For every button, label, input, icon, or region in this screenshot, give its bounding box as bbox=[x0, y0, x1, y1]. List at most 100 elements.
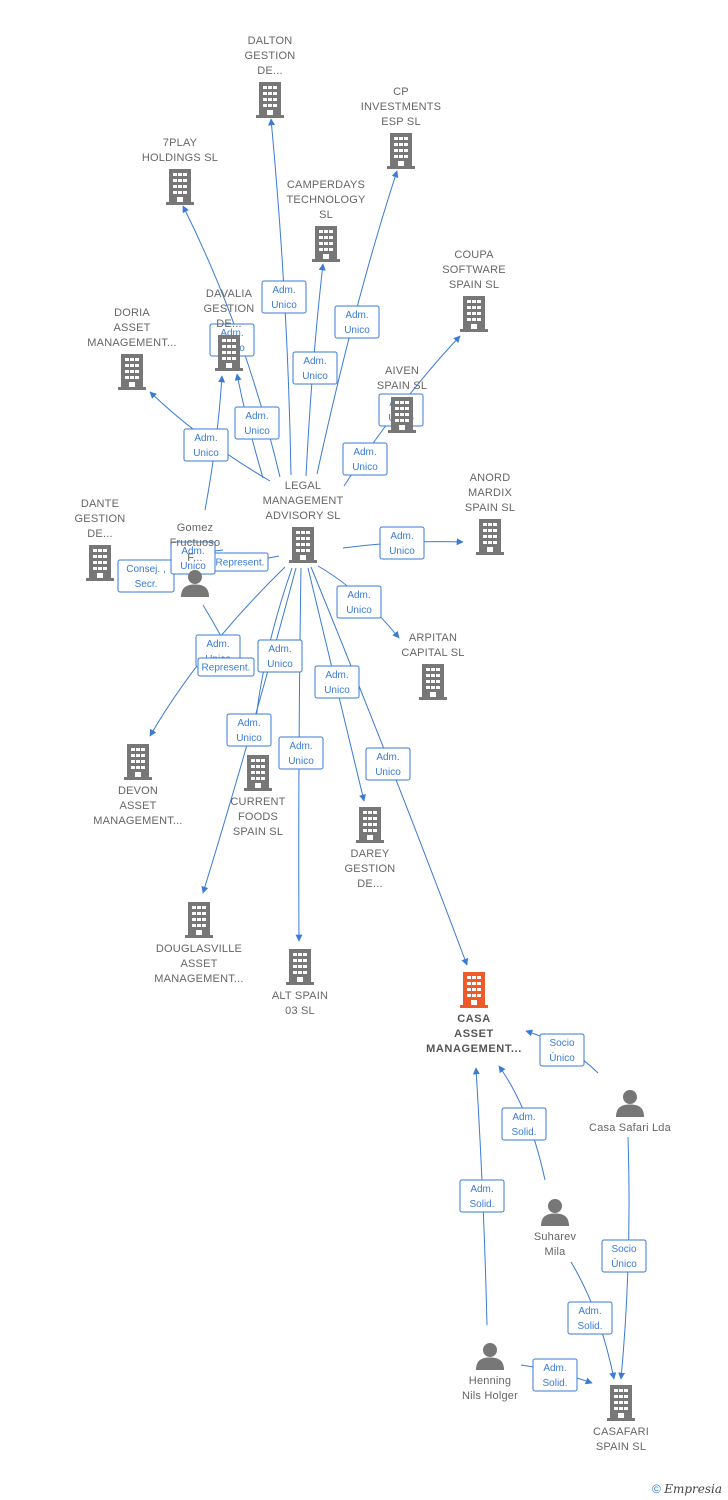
relation-label-legal-cp[interactable]: Adm.Unico bbox=[334, 305, 380, 339]
node-label: SPAIN SL bbox=[465, 502, 515, 514]
relation-label-box bbox=[292, 351, 338, 385]
node-label: DANTE bbox=[81, 498, 119, 510]
relation-label-gomez-davalia[interactable]: Adm. Unico bbox=[342, 442, 388, 476]
node-label: CAPITAL SL bbox=[401, 647, 464, 659]
relation-label-text: Adm. bbox=[181, 546, 204, 557]
relation-label-legal-arpitan[interactable]: Adm. Unico bbox=[336, 585, 382, 619]
relation-label-text: Adm. bbox=[272, 285, 295, 296]
node-gomez[interactable]: GomezFructuosoF... bbox=[170, 522, 221, 597]
relation-label-suharev-casafari[interactable]: Adm.Solid. bbox=[567, 1301, 613, 1335]
relation-label-text: Unico bbox=[288, 756, 314, 767]
node-label: DE... bbox=[357, 878, 382, 890]
relation-label-text: Unico bbox=[375, 767, 401, 778]
relation-label-gomez-dante[interactable]: Consej. ,Secr. bbox=[117, 559, 175, 593]
relation-label-legal-anord[interactable]: Adm.Unico bbox=[379, 526, 425, 560]
relation-label-text: Adm. bbox=[376, 752, 399, 763]
node-casa[interactable]: CASAASSETMANAGEMENT... bbox=[426, 972, 522, 1055]
node-casasafari[interactable]: Casa Safari Lda bbox=[589, 1090, 672, 1134]
relation-label-text: Único bbox=[611, 1257, 637, 1270]
node-label: MARDIX bbox=[468, 487, 512, 499]
relation-label-text: Unico bbox=[389, 546, 415, 557]
node-label: SPAIN SL bbox=[596, 1441, 646, 1453]
building-icon bbox=[215, 335, 243, 371]
relation-label-legal-current[interactable]: Adm.Unico bbox=[257, 639, 303, 673]
node-label: ASSET bbox=[119, 800, 156, 812]
node-devon[interactable]: DEVONASSETMANAGEMENT... bbox=[93, 744, 182, 827]
relation-label-text: Adm. bbox=[194, 433, 217, 444]
relation-label-text: Adm. bbox=[353, 447, 376, 458]
relation-label-text: Represent. bbox=[216, 558, 265, 569]
node-label: Mila bbox=[545, 1246, 567, 1258]
node-label: Nils Holger bbox=[462, 1390, 518, 1402]
node-label: GESTION bbox=[345, 863, 396, 875]
relation-label-legal-casa[interactable]: Adm. Unico bbox=[365, 747, 411, 781]
building-icon bbox=[312, 226, 340, 262]
node-label: GESTION bbox=[245, 50, 296, 62]
relation-label-box bbox=[183, 428, 229, 462]
relation-label-legal-davalia[interactable]: Adm.Unico bbox=[234, 406, 280, 440]
relation-label-legal-camperdays[interactable]: Adm.Unico bbox=[292, 351, 338, 385]
relation-label-text: Único bbox=[549, 1051, 575, 1064]
node-label: ADVISORY SL bbox=[265, 510, 340, 522]
node-label: ASSET bbox=[454, 1028, 494, 1040]
node-label: CP bbox=[393, 86, 409, 98]
building-icon bbox=[166, 169, 194, 205]
relation-label-legal-douglasville[interactable]: Adm.Unico bbox=[226, 713, 272, 747]
node-label: Gomez bbox=[177, 522, 213, 534]
relation-label-legal-dalton[interactable]: Adm.Unico bbox=[261, 280, 307, 314]
node-davalia[interactable]: DAVALIAGESTIONDE... bbox=[204, 288, 255, 371]
relation-label-legal-dante[interactable]: Represent. bbox=[211, 552, 269, 572]
relation-label-legal-doria[interactable]: Adm.Unico bbox=[183, 428, 229, 462]
node-label: COUPA bbox=[454, 249, 494, 261]
relation-label-henning-casafari[interactable]: Adm.Solid. bbox=[532, 1358, 578, 1392]
node-label: TECHNOLOGY bbox=[286, 194, 365, 206]
node-label: MANAGEMENT... bbox=[426, 1043, 522, 1055]
node-label: DAVALIA bbox=[206, 288, 253, 300]
relation-label-box bbox=[539, 1033, 585, 1067]
brand-logo[interactable]: Empresia bbox=[664, 1482, 722, 1496]
relation-label-text: Solid. bbox=[511, 1127, 536, 1138]
relation-label-box bbox=[226, 713, 272, 747]
node-label: F... bbox=[187, 552, 202, 564]
relation-label-text: Unico bbox=[344, 325, 370, 336]
relation-label-text: Unico bbox=[352, 462, 378, 473]
node-douglasville[interactable]: DOUGLASVILLEASSETMANAGEMENT... bbox=[154, 902, 243, 985]
relation-label-text: Adm. bbox=[347, 590, 370, 601]
relation-label-legal-darey[interactable]: Adm.Unico bbox=[314, 665, 360, 699]
relation-label-text: Adm. bbox=[206, 639, 229, 650]
node-doria[interactable]: DORIAASSETMANAGEMENT... bbox=[87, 307, 176, 390]
relation-label-text: Adm. bbox=[220, 328, 243, 339]
node-dante[interactable]: DANTEGESTIONDE... bbox=[75, 498, 126, 581]
node-dalton[interactable]: DALTONGESTIONDE... bbox=[245, 35, 296, 118]
relation-label-text: Secr. bbox=[135, 579, 158, 590]
relation-label-suharev-casa[interactable]: Adm.Solid. bbox=[501, 1107, 547, 1141]
relation-label-text: Adm. bbox=[303, 356, 326, 367]
relation-label-henning-casa[interactable]: Adm.Solid. bbox=[459, 1179, 505, 1213]
relation-label-legal-alt[interactable]: Adm.Unico bbox=[278, 736, 324, 770]
node-darey[interactable]: DAREYGESTIONDE... bbox=[345, 807, 396, 890]
relation-labels-layer: Adm.UnicoAdm.UnicoAdm.UnicoAdm.UnicoAdm.… bbox=[117, 280, 647, 1392]
node-label: Henning bbox=[469, 1375, 511, 1387]
relation-label-gomez-devon[interactable]: Represent. bbox=[197, 657, 255, 677]
building-icon bbox=[388, 397, 416, 433]
relation-label-text: Solid. bbox=[577, 1321, 602, 1332]
relation-label-box bbox=[336, 585, 382, 619]
person-icon bbox=[541, 1199, 569, 1226]
relation-label-text: Unico bbox=[346, 605, 372, 616]
